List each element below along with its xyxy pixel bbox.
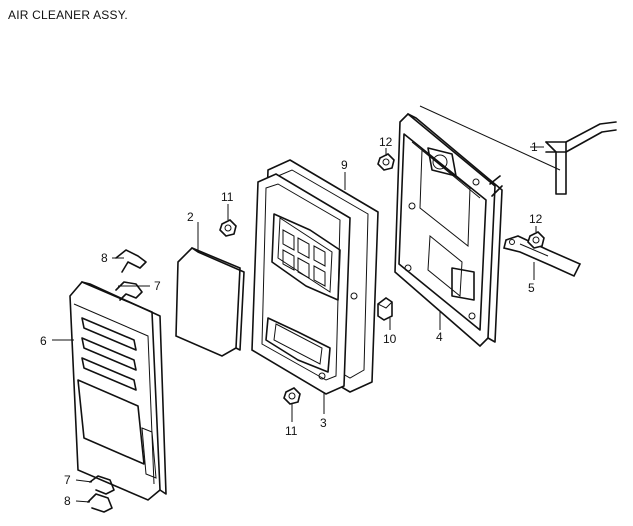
leader-lines [52, 105, 561, 503]
part-clip-8-lower [87, 493, 113, 513]
part-nut-11-lower [283, 387, 301, 405]
callout-1: 1 [531, 140, 538, 154]
callout-5: 5 [528, 281, 535, 295]
callout-8-lower: 8 [64, 494, 71, 508]
part-clip-7-lower [89, 475, 115, 495]
callout-3: 3 [320, 416, 327, 430]
callout-7-upper: 7 [154, 279, 161, 293]
part-clip-7-upper [115, 281, 143, 301]
diagram-title: AIR CLEANER ASSY. [8, 8, 128, 22]
part-nut-12-upper [377, 153, 395, 171]
callout-6: 6 [40, 334, 47, 348]
part-clip-8-upper [115, 249, 147, 273]
part-nut-12-lower [527, 231, 545, 249]
part-nut-11-upper [219, 219, 237, 237]
part-air-cleaner-base [394, 112, 503, 348]
callout-11-upper: 11 [221, 190, 234, 204]
callout-8-upper: 8 [101, 251, 108, 265]
callout-4: 4 [436, 330, 443, 344]
callout-11-lower: 11 [285, 424, 298, 438]
callout-12-lower: 12 [529, 212, 543, 226]
part-filter-element [175, 247, 245, 357]
part-air-cleaner-cover [69, 281, 167, 501]
part-collar-10 [377, 297, 393, 321]
callout-12-upper: 12 [379, 135, 393, 149]
callout-10: 10 [383, 332, 397, 346]
part-element-case [251, 173, 358, 395]
part-breather-tube [545, 121, 617, 195]
callout-2: 2 [187, 210, 194, 224]
callout-7-lower: 7 [64, 473, 71, 487]
callout-9: 9 [341, 158, 348, 172]
